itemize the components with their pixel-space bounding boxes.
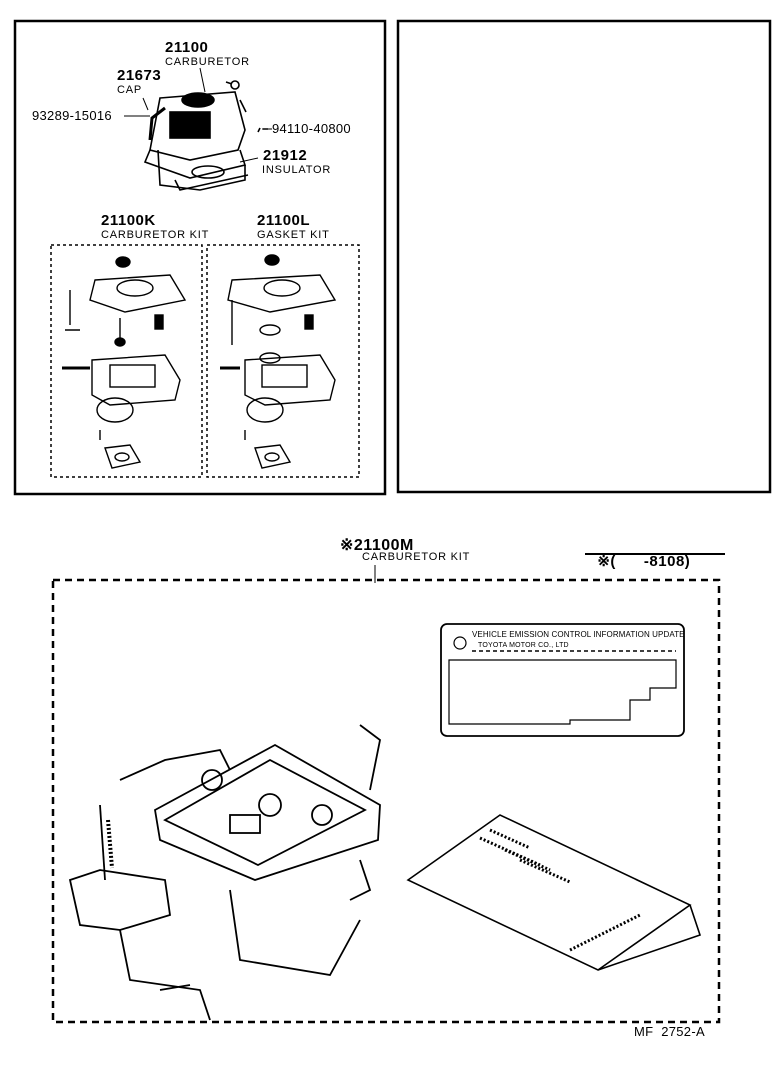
carburetor-assembly-drawing (143, 80, 268, 191)
diagram-code: MF 2752-A (634, 1024, 705, 1039)
carb-kit-k-name: CARBURETOR KIT (101, 229, 210, 241)
kit-m-heading: ※21100M (340, 535, 414, 555)
insulator-part-number: 21912 (263, 147, 308, 164)
emission-label-card (440, 623, 685, 737)
insulator-part-name: INSULATOR (262, 164, 332, 176)
carb-kit-k-number: 21100K (101, 212, 156, 229)
cap-part-name: CAP (117, 84, 143, 96)
nut-part-number: 94110-40800 (272, 121, 351, 136)
top-left-frame (13, 19, 387, 496)
carburetor-part-name: CARBURETOR (165, 56, 250, 68)
kit-m-number: 21100M (353, 537, 414, 554)
kit-k-parts-drawing (62, 256, 187, 469)
gasket-kit-l-number: 21100L (257, 212, 311, 229)
kit-m-name: CARBURETOR KIT (362, 551, 471, 563)
range-note-text: ( -8108) (610, 553, 691, 570)
range-note-mark: ※ (597, 553, 611, 570)
manual-booklet-drawing (406, 814, 702, 971)
kit-m-mark: ※ (340, 537, 354, 554)
emission-label-line2: TOYOTA MOTOR CO., LTD (478, 642, 569, 649)
range-note: ※( -8108) (588, 535, 690, 570)
leader-lines (124, 67, 272, 163)
gasket-kit-l-name: GASKET KIT (257, 229, 330, 241)
kit-k-dashed-box (50, 244, 203, 478)
kit-m-carburetor-drawing (68, 724, 381, 1021)
screw-part-number: 93289-15016 (32, 108, 112, 123)
cap-part-number: 21673 (117, 67, 162, 84)
kit-m-dashed-box (51, 578, 721, 1024)
carburetor-part-number: 21100 (165, 39, 209, 56)
kit-l-parts-drawing (220, 254, 337, 469)
top-right-frame (396, 19, 772, 494)
emission-label-line1: VEHICLE EMISSION CONTROL INFORMATION UPD… (472, 630, 685, 639)
